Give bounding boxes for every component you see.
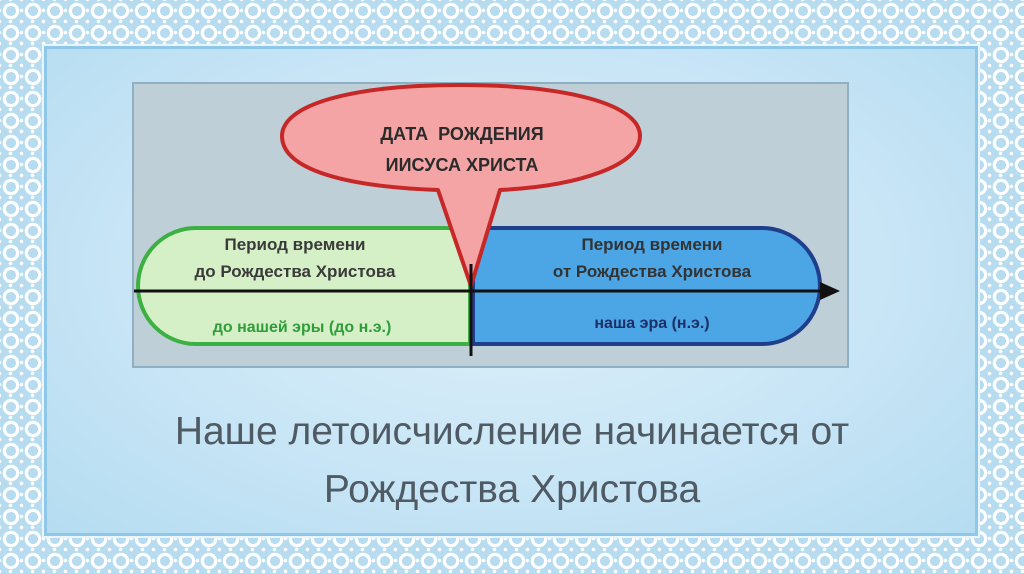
before-title-line-1: Период времени (225, 235, 366, 254)
before-title-line-2: до Рождества Христова (194, 262, 396, 281)
after-title-line-1: Период времени (582, 235, 723, 254)
caption-line-2: Рождества Христова (323, 468, 701, 511)
bubble-line-2: ИИСУСА ХРИСТА (386, 155, 539, 175)
caption-line-1: Наше летоисчисление начинается от (174, 410, 850, 453)
timeline-arrowhead (820, 282, 840, 300)
before-period-shape (136, 226, 472, 346)
bubble-line-1: ДАТА РОЖДЕНИЯ (380, 124, 543, 144)
after-era-label: наша эра (н.э.) (594, 315, 709, 332)
after-title-line-2: от Рождества Христова (553, 262, 752, 281)
before-era-label: до нашей эры (до н.э.) (213, 319, 392, 336)
birth-date-bubble (280, 83, 642, 288)
after-period-shape (471, 226, 822, 346)
